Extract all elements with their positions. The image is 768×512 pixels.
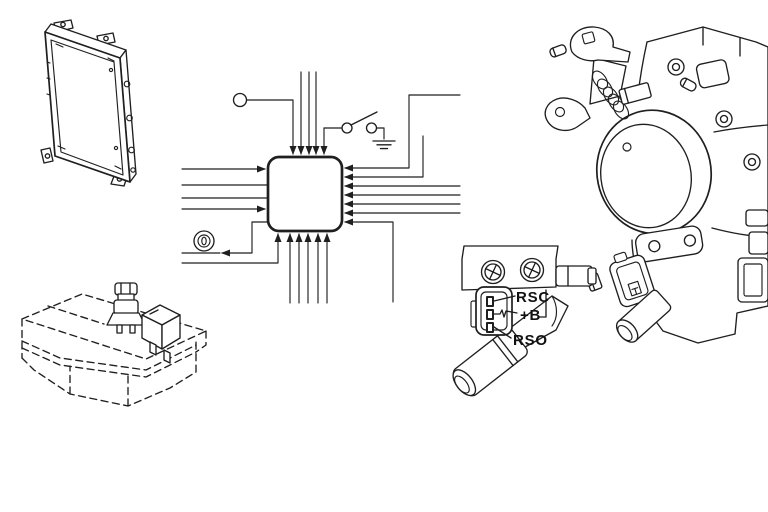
phillips-screw-left: [480, 259, 506, 285]
schematic-bottom-wires: [286, 233, 331, 304]
input-connector-symbol: [232, 92, 248, 108]
ignition-switch-symbol: [323, 111, 385, 140]
throttle-body-illustration: RSC +B RSO: [452, 26, 768, 397]
schematic-top-wires: [232, 71, 328, 155]
pin-label-b-plus: +B: [520, 307, 541, 324]
pin-rso: [486, 322, 494, 333]
ecu-box: [44, 23, 137, 183]
schematic-right-wires: [344, 94, 461, 303]
vsv-sensor: [106, 282, 146, 334]
ecu-screw-holes: [46, 43, 136, 173]
wiring-schematic-illustration: [181, 71, 461, 304]
label-bracket: [537, 289, 547, 318]
isc-outlet-stub: [555, 265, 597, 287]
pin-label-leaders: [493, 289, 547, 339]
throttle-body-housing: [631, 26, 768, 344]
canister-outline: [21, 293, 207, 407]
pin-rsc: [486, 296, 494, 307]
throttle-lever: [544, 26, 652, 132]
pin-label-rsc: RSC: [516, 289, 550, 306]
mounting-lug: [634, 225, 704, 263]
relay: [141, 304, 181, 364]
schematic-left-wires: [181, 165, 282, 264]
ground-symbol: [372, 140, 396, 150]
throttle-bore: [595, 109, 713, 235]
ecu-module-illustration: [40, 19, 137, 187]
isc-valve-assembly: RSC +B RSO: [452, 245, 597, 397]
pin-label-rso: RSO: [513, 332, 548, 349]
phillips-screw-right: [519, 257, 545, 283]
schematic-ecu-block: [266, 155, 344, 233]
isc-hose-port: [452, 328, 528, 397]
body-hose-port: [615, 289, 672, 343]
indicator-lamp-symbol: [193, 230, 215, 252]
reservoir-illustration: [21, 282, 207, 407]
pin-b-plus: [486, 309, 494, 320]
